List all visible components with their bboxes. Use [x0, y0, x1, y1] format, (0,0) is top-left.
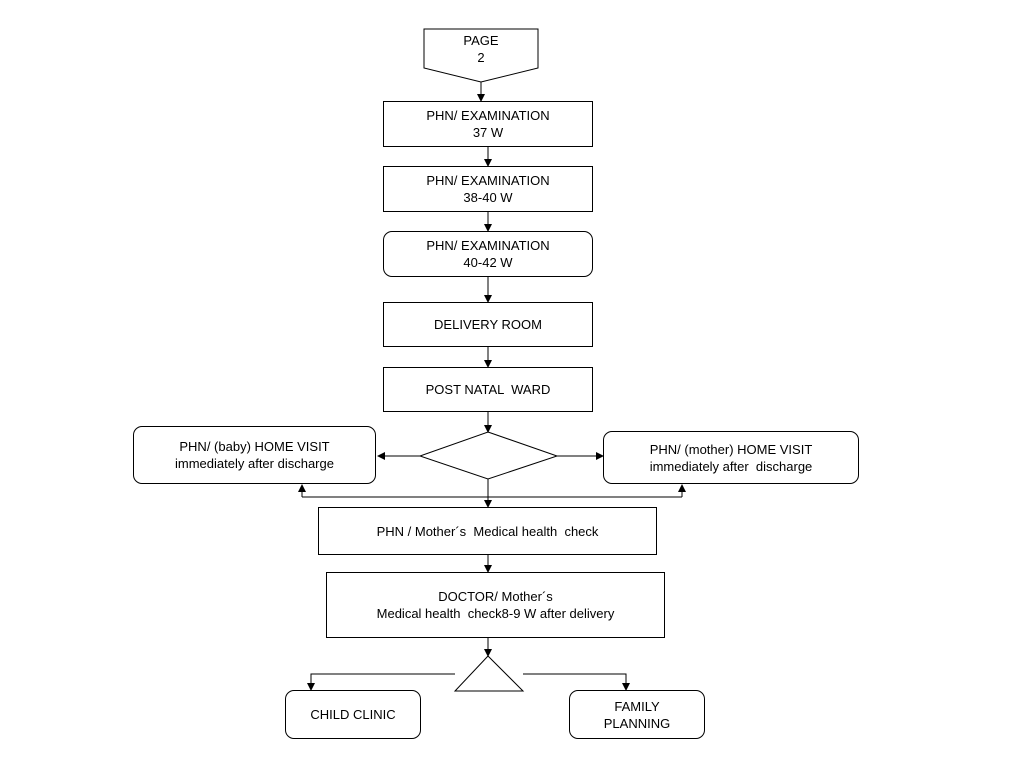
baby-visit-line-2: immediately after discharge — [175, 456, 334, 471]
page-connector-line-1: PAGE — [463, 33, 499, 48]
postnatal-ward-label: POST NATAL WARD — [425, 382, 551, 397]
baby-home-visit-box: PHN/ (baby) HOME VISIT immediately after… — [133, 426, 376, 484]
exam-37-line-1: PHN/ EXAMINATION — [426, 108, 550, 123]
arrow-triangle-to-family-planning — [523, 673, 630, 691]
delivery-room-box: DELIVERY ROOM — [383, 302, 593, 347]
doctor-health-check-box: DOCTOR/ Mother´s Medical health check8-9… — [326, 572, 665, 638]
exam-40-42-line-1: PHN/ EXAMINATION — [426, 238, 550, 253]
delivery-room-label: DELIVERY ROOM — [434, 317, 542, 332]
doctor-check-line-1: DOCTOR/ Mother´s — [438, 589, 553, 604]
page-connector-line-2: 2 — [477, 50, 485, 65]
exam-40-42-line-2: 40-42 W — [463, 255, 513, 270]
exam-38-40-box: PHN/ EXAMINATION 38-40 W — [383, 166, 593, 212]
page-connector-label: PAGE 2 — [424, 32, 538, 66]
exam-38-40-line-2: 38-40 W — [463, 190, 513, 205]
mother-visit-line-1: PHN/ (mother) HOME VISIT — [649, 441, 813, 457]
phn-health-check-box: PHN / Mother´s Medical health check — [318, 507, 657, 555]
phn-health-check-label: PHN / Mother´s Medical health check — [376, 523, 599, 539]
child-clinic-label: CHILD CLINIC — [310, 707, 396, 722]
mother-home-visit-box: PHN/ (mother) HOME VISIT immediately aft… — [603, 431, 859, 484]
baby-visit-line-1: PHN/ (baby) HOME VISIT — [179, 439, 330, 454]
arrow-triangle-to-child-clinic — [307, 673, 455, 691]
off-page-connector-shape — [423, 28, 539, 83]
child-clinic-box: CHILD CLINIC — [285, 690, 421, 739]
exam-40-42-box: PHN/ EXAMINATION 40-42 W — [383, 231, 593, 277]
exam-37-box: PHN/ EXAMINATION 37 W — [383, 101, 593, 147]
decision-diamond — [418, 431, 559, 480]
family-planning-line-2: PLANNING — [603, 715, 671, 731]
doctor-check-line-2: Medical health check8-9 W after delivery — [376, 606, 615, 621]
family-planning-line-1: FAMILY — [614, 698, 660, 714]
mother-visit-line-2: immediately after discharge — [649, 458, 813, 474]
merge-triangle — [453, 655, 525, 692]
exam-37-line-2: 37 W — [472, 125, 504, 140]
exam-38-40-line-1: PHN/ EXAMINATION — [426, 173, 550, 188]
postnatal-ward-box: POST NATAL WARD — [383, 367, 593, 412]
family-planning-box: FAMILY PLANNING — [569, 690, 705, 739]
